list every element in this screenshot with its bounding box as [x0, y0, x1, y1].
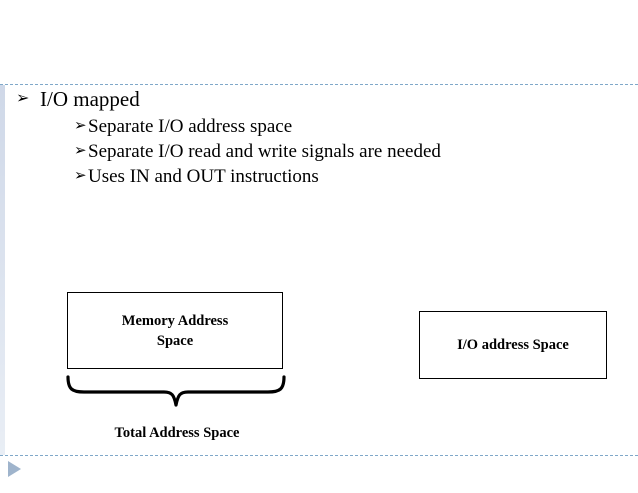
divider-top [0, 84, 638, 85]
io-address-space-box: I/O address Space [419, 311, 607, 379]
bullet-label: Separate I/O read and write signals are … [88, 141, 441, 162]
left-accent-strip [0, 0, 5, 493]
next-slide-triangle-icon[interactable] [8, 461, 21, 477]
arrow-bullet-icon: ➢ [74, 168, 87, 184]
bullet-label: I/O mapped [40, 87, 140, 111]
bullet-item-level2: ➢ Separate I/O read and write signals ar… [0, 139, 638, 164]
arrow-bullet-icon: ➢ [74, 143, 87, 159]
total-address-space-caption: Total Address Space [114, 425, 240, 441]
bullet-label: Uses IN and OUT instructions [88, 166, 319, 187]
bullet-item-level2: ➢ Uses IN and OUT instructions [0, 164, 638, 189]
memory-address-space-box: Memory Address Space [67, 292, 283, 369]
arrow-bullet-icon: ➢ [16, 90, 30, 107]
bullet-item-level1: ➢ I/O mapped [0, 86, 638, 112]
divider-bottom [0, 455, 638, 456]
left-accent-gradient [0, 85, 5, 455]
bullet-item-level2: ➢ Separate I/O address space [0, 114, 638, 139]
memory-box-line1: Memory Address [121, 312, 229, 329]
curly-brace-icon [66, 375, 286, 407]
io-box-label: I/O address Space [457, 337, 569, 353]
bullet-list: ➢ I/O mapped ➢ Separate I/O address spac… [0, 86, 638, 189]
arrow-bullet-icon: ➢ [74, 118, 87, 134]
memory-box-line2: Space [156, 332, 194, 349]
bullet-label: Separate I/O address space [88, 116, 293, 137]
